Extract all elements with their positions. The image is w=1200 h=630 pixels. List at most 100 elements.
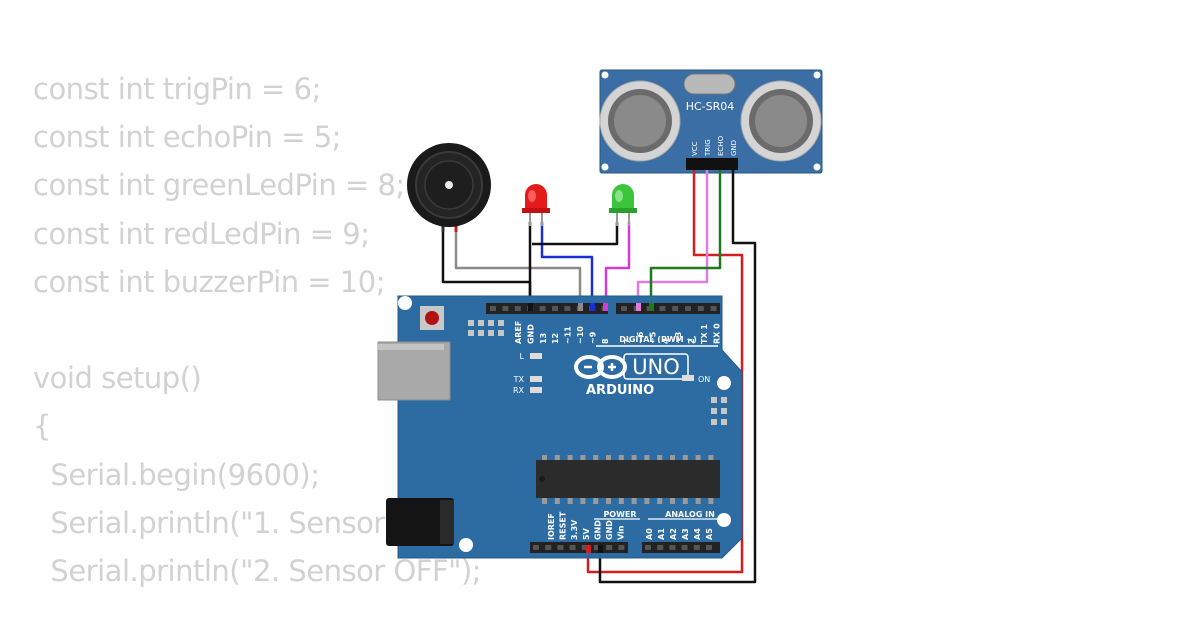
header-socket[interactable] xyxy=(581,545,588,550)
chip-pin xyxy=(644,497,650,504)
header-socket[interactable] xyxy=(569,545,576,550)
header-socket[interactable] xyxy=(621,306,627,311)
chip-pin xyxy=(542,455,547,462)
wires xyxy=(441,170,757,584)
digital-header-low xyxy=(616,303,720,314)
chip-pin xyxy=(657,497,663,504)
header-socket[interactable] xyxy=(645,545,651,550)
header-socket[interactable] xyxy=(552,306,558,311)
header-socket[interactable] xyxy=(657,545,664,550)
header-socket[interactable] xyxy=(502,306,509,311)
header-socket[interactable] xyxy=(697,306,704,311)
sensor-pin-label: TRIG xyxy=(704,139,712,157)
power-label: POWER xyxy=(603,510,636,519)
header-socket[interactable] xyxy=(539,306,546,311)
header-socket[interactable] xyxy=(693,545,700,550)
header-socket[interactable] xyxy=(681,545,688,550)
sensor-pin-label: VCC xyxy=(691,141,699,156)
red-led[interactable] xyxy=(522,184,550,226)
code-line: Serial.println("2. Sensor OFF"); xyxy=(33,553,482,588)
green-led[interactable] xyxy=(609,184,637,226)
analog-header xyxy=(642,542,720,553)
usb-port xyxy=(377,341,451,401)
power-pin-label: 3.3V xyxy=(570,519,579,540)
digital-pin-label: TX 1 xyxy=(700,324,709,344)
digital-pin-label: ~5 xyxy=(649,331,658,344)
reset-button[interactable] xyxy=(420,306,444,330)
wire-trig-6 xyxy=(636,170,709,308)
power-jack xyxy=(386,498,454,546)
chip-pin xyxy=(682,497,688,504)
power-pin-label: RESET xyxy=(559,511,568,540)
led-l-label: L xyxy=(520,352,525,361)
chip-pin xyxy=(618,455,624,462)
header-socket[interactable] xyxy=(669,545,676,550)
digital-pin-label: ~6 xyxy=(636,331,645,344)
wire-buzzer-10 xyxy=(454,230,582,308)
digital-pin-label: 4 xyxy=(661,338,670,344)
chip-pin xyxy=(695,497,701,504)
chip-pin xyxy=(593,455,599,462)
brand-label: ARDUINO xyxy=(586,383,654,398)
header-socket[interactable] xyxy=(672,306,679,311)
chip-pin xyxy=(631,497,637,504)
header-socket[interactable] xyxy=(490,306,496,311)
analog-label: ANALOG IN xyxy=(665,510,715,519)
sensor-model-label: HC-SR04 xyxy=(686,100,735,113)
chip-pin xyxy=(631,455,637,462)
power-pin-label: IOREF xyxy=(547,513,556,540)
digital-pin-label: ~10 xyxy=(576,326,585,344)
digital-pin-label: ~11 xyxy=(564,326,573,344)
chip-pin xyxy=(708,455,714,462)
header-socket[interactable] xyxy=(557,545,564,550)
sensor-pin-label: ECHO xyxy=(717,135,725,156)
analog-pin-label: A0 xyxy=(645,528,654,540)
header-socket[interactable] xyxy=(594,545,600,550)
header-socket[interactable] xyxy=(710,306,717,311)
chip-pin xyxy=(554,455,560,462)
wire-green-led-8 xyxy=(604,222,631,308)
header-socket[interactable] xyxy=(618,545,625,550)
analog-pin-label: A3 xyxy=(681,528,690,540)
chip-pin xyxy=(542,497,547,504)
analog-pin-label: A4 xyxy=(693,528,702,540)
code-listing: const int trigPin = 6;const int echoPin … xyxy=(33,70,482,600)
header-socket[interactable] xyxy=(533,545,539,550)
led-rx-label: RX xyxy=(513,386,525,395)
digital-pin-label: RX 0 xyxy=(713,323,722,344)
header-socket[interactable] xyxy=(564,306,571,311)
power-pin-label: GND xyxy=(593,520,602,540)
piezo-buzzer[interactable] xyxy=(407,143,491,232)
chip-pin xyxy=(580,455,586,462)
digital-header-high xyxy=(486,303,608,314)
chip-pin xyxy=(644,455,650,462)
led-on-label: ON xyxy=(698,375,710,384)
header-socket[interactable] xyxy=(545,545,552,550)
chip-pin xyxy=(618,497,624,504)
wire-echo-5 xyxy=(649,170,722,308)
wire-green-led-gnd xyxy=(532,222,619,246)
digital-pin-label: ~3 xyxy=(674,332,683,344)
header-socket[interactable] xyxy=(706,545,712,550)
chip-pin xyxy=(708,497,714,504)
header-socket[interactable] xyxy=(514,306,521,311)
header-socket[interactable] xyxy=(606,545,613,550)
digital-pin-label: ~9 xyxy=(588,331,597,344)
code-line: const int buzzerPin = 10; xyxy=(33,264,385,299)
chip-pin xyxy=(657,455,663,462)
led-tx-label: TX xyxy=(513,375,525,384)
digital-pin-label: 2 xyxy=(687,338,696,344)
header-socket[interactable] xyxy=(685,306,691,311)
digital-label: DIGITAL (PWM ~) xyxy=(619,335,697,344)
power-pin-label: 5V xyxy=(582,527,591,540)
header-socket[interactable] xyxy=(659,306,666,311)
power-header xyxy=(530,542,628,553)
chip-pin xyxy=(554,497,560,504)
digital-pin-label: 7 xyxy=(623,338,632,344)
code-line: void setup() xyxy=(33,361,202,396)
chip-pin xyxy=(567,497,573,504)
model-label: UNO xyxy=(632,355,680,379)
transducer-right xyxy=(740,80,822,162)
